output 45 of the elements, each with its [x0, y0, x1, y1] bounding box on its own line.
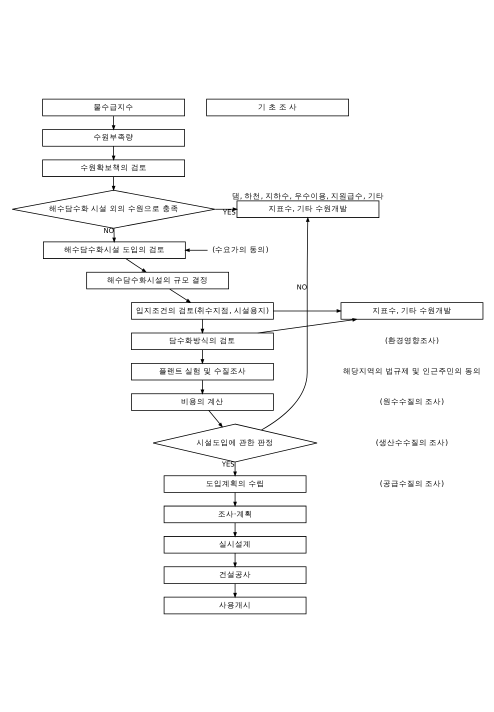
label: (환경영향조사): [384, 336, 438, 345]
node-label: 댐, 하천, 지하수, 우수이용, 지원급수, 기타: [231, 191, 384, 200]
node-box: 지표수, 기타 수원개발: [236, 200, 379, 218]
node-box: 해수담수화시설의 규모 결정: [86, 271, 228, 289]
arrow: [168, 288, 191, 303]
node-box: 기 초 조 사: [206, 98, 348, 116]
arrow: [208, 410, 223, 428]
label: (생산수수질의 조사): [375, 437, 448, 446]
arrow: [184, 248, 208, 252]
node-box: 담수화방식의 검토: [130, 332, 274, 350]
arrow: [232, 552, 236, 568]
node-box: 비용의 계산: [130, 392, 274, 410]
arrow: [256, 318, 358, 333]
node-box: 수원확보책의 검토: [42, 158, 184, 176]
node-text: (수요가의 동의): [212, 244, 268, 254]
arrow: [200, 349, 204, 364]
arrow: [272, 308, 342, 312]
arrow: [112, 227, 116, 242]
node-box: 조사·계획: [163, 505, 306, 523]
arrow: [232, 461, 236, 476]
arrow: [232, 582, 236, 598]
label: (공급수질의 조사): [379, 478, 444, 488]
arrow: [111, 176, 115, 191]
arrow: [111, 115, 115, 130]
node-box: 수원부족량: [42, 128, 184, 146]
node-box: 도입계획의 수립: [163, 474, 306, 492]
arrow: [125, 258, 146, 272]
label: (원수수질의 조사): [379, 396, 444, 406]
arrow: [232, 492, 236, 507]
label: 해당지역의 법규제 및 인근주민의 동의: [342, 366, 480, 376]
node-diamond: 해수담수화 시설 외의 수원으로 충족: [11, 189, 215, 228]
arrow: [200, 318, 204, 334]
node-box: 입지조건의 검토(취수지점, 시설용지): [130, 302, 274, 320]
node-box: 실시설계: [163, 536, 306, 554]
arrow: [200, 379, 204, 394]
node-diamond: 시설도입에 관한 판정: [152, 423, 317, 462]
arrow: [260, 216, 310, 430]
arrow: [111, 146, 115, 160]
node-box: 해수담수화시설 도입의 검토: [42, 240, 186, 258]
node-box: 사용개시: [163, 596, 306, 614]
node-box: 건설공사: [163, 566, 306, 584]
node-box: 지표수, 기타 수원개발: [340, 302, 483, 320]
node-box: 물수급지수: [42, 98, 184, 116]
arrow: [232, 522, 236, 537]
node-box: 플랜트 실험 및 수질조사: [130, 362, 274, 380]
